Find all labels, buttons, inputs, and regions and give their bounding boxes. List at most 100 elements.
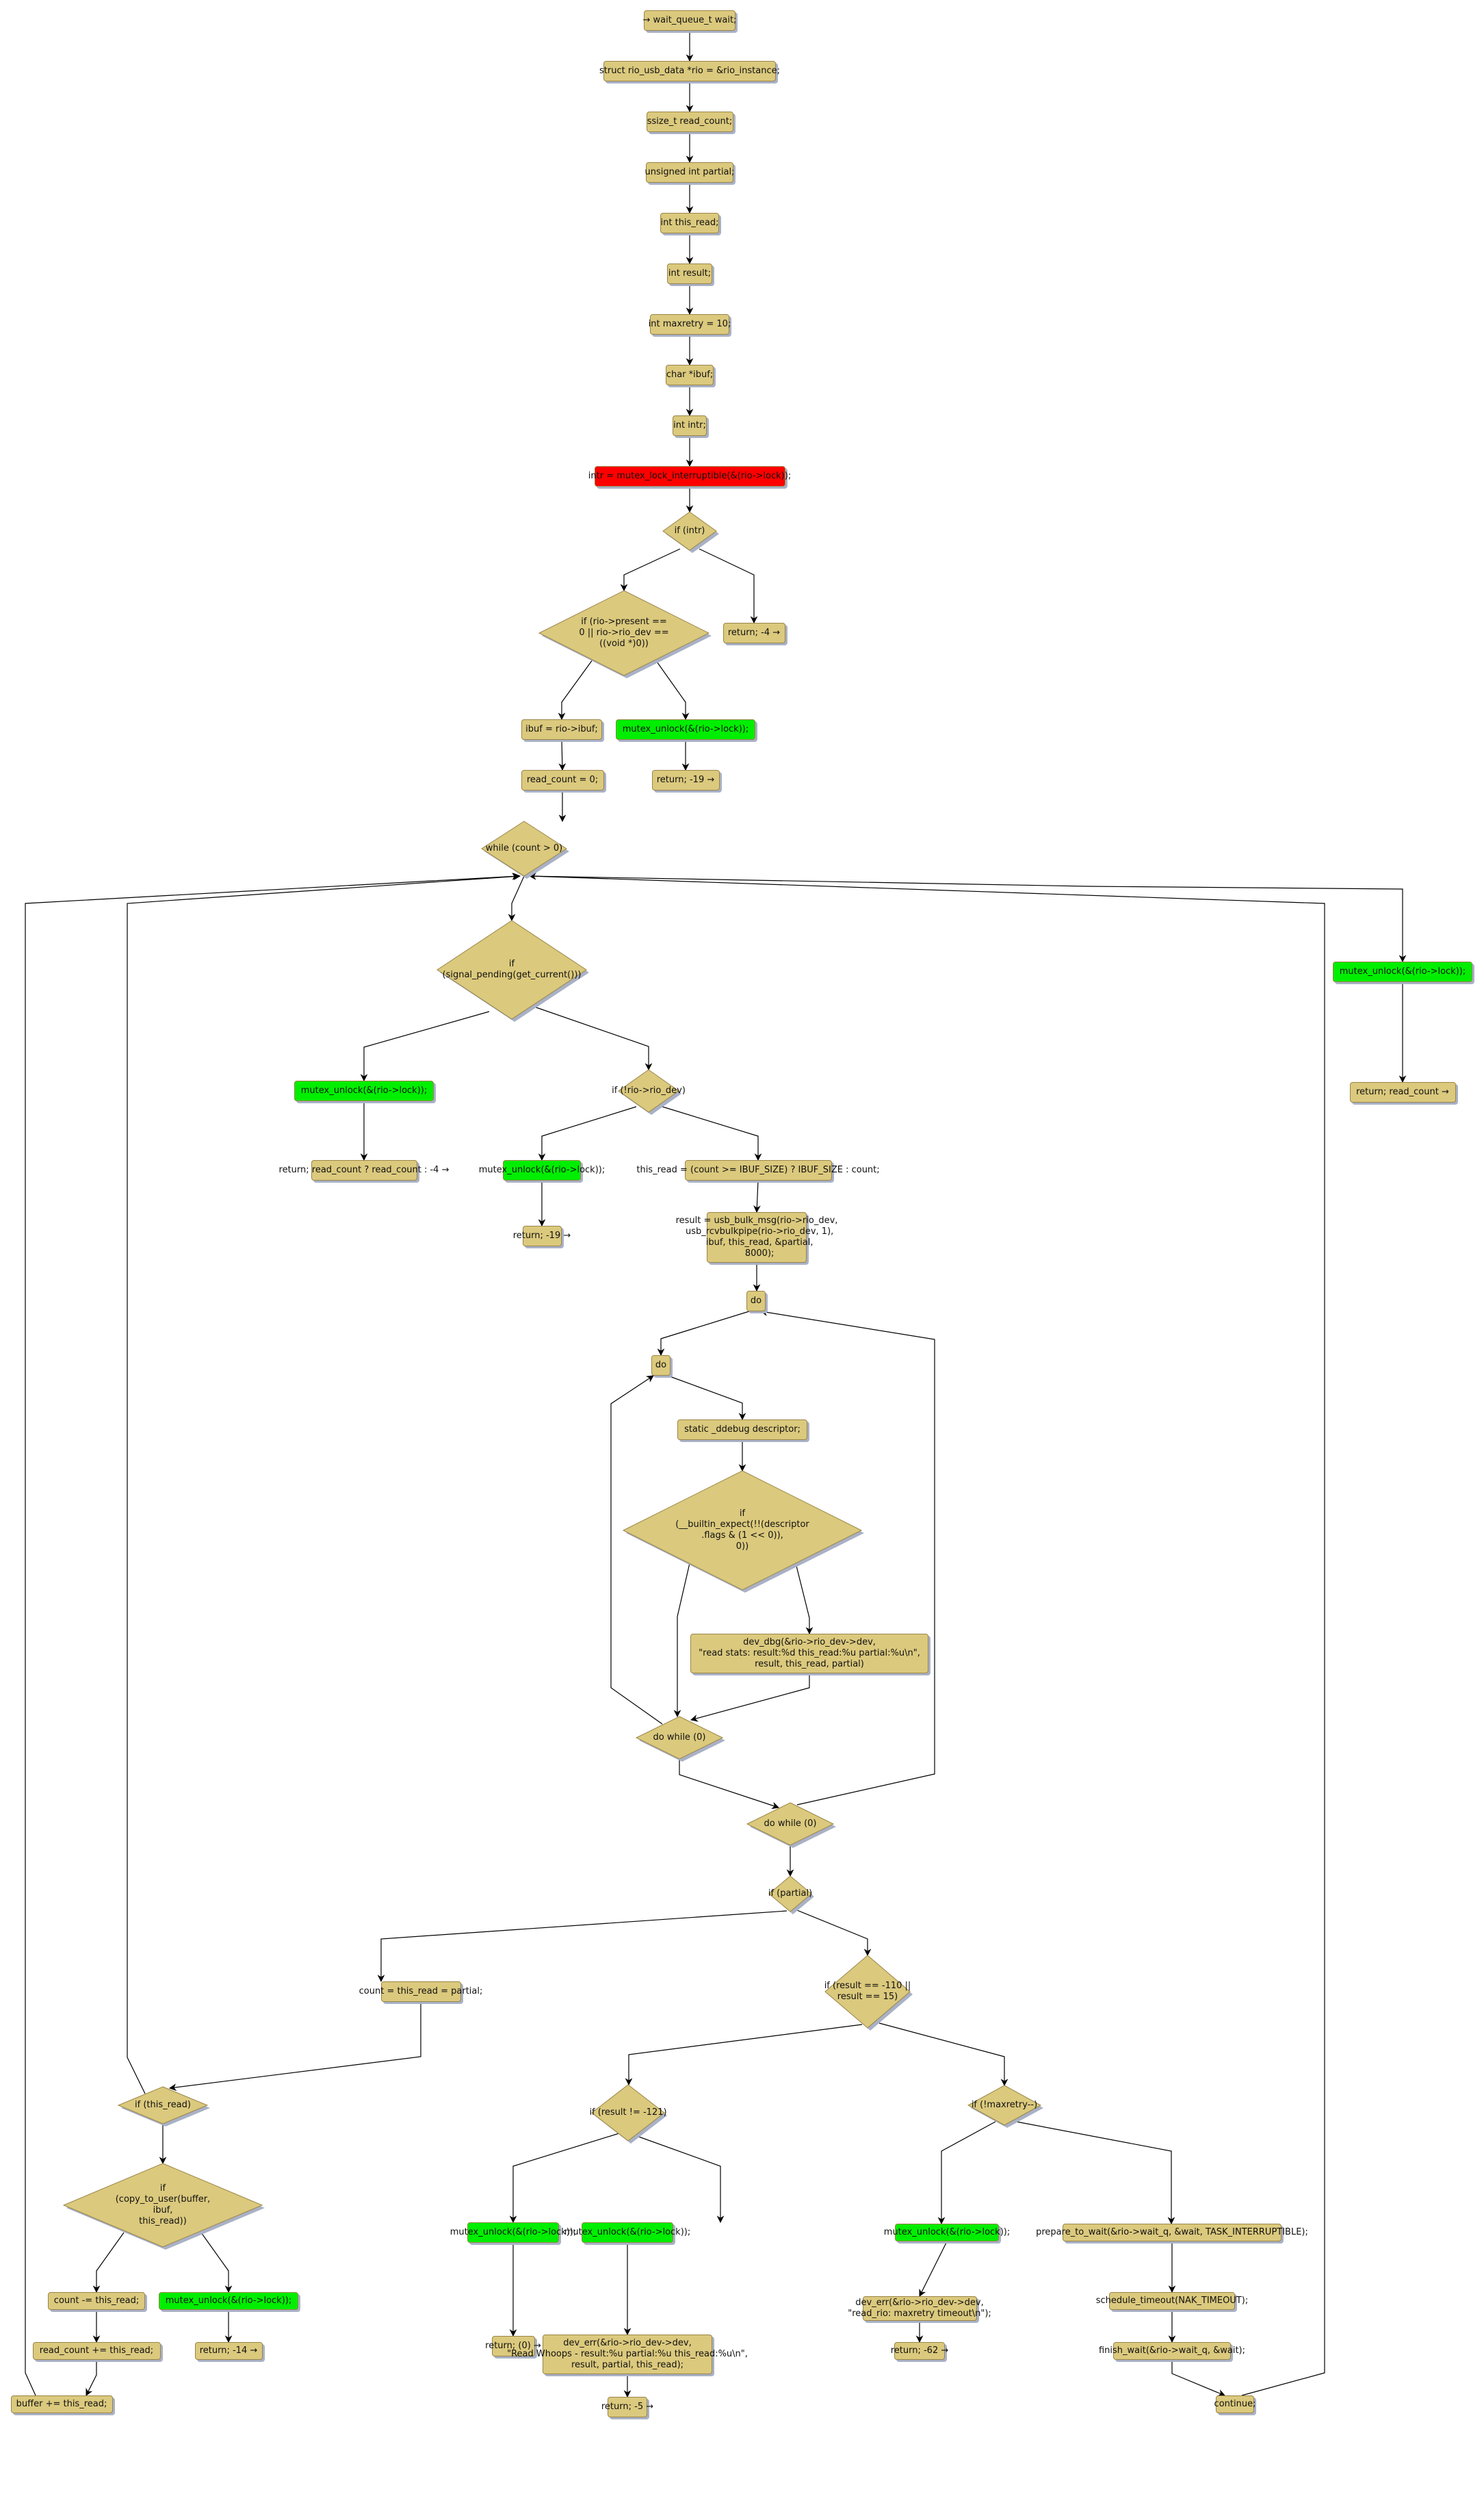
- decision-label: if (intr): [674, 526, 705, 536]
- decision-diamond-shape: [824, 1955, 913, 2031]
- lock-statement-node: intr = mutex_lock_interruptible(&(rio->l…: [588, 466, 791, 487]
- diamond-fill: [635, 1716, 724, 1760]
- statement-node: return; -5 →: [601, 2397, 653, 2417]
- diamond-fill: [967, 2085, 1042, 2126]
- statement-node: int maxretry = 10;: [649, 314, 731, 335]
- decision-diamond-shape: [437, 920, 589, 1022]
- decision-diamond-shape: [967, 2085, 1043, 2128]
- diamond-fill: [662, 511, 717, 551]
- diamond-fill: [746, 1802, 835, 1846]
- decision-node: if (this_read): [117, 2086, 210, 2126]
- decision-node: if (__builtin_expect(!!(descriptor .flag…: [622, 1470, 864, 1593]
- decision-label: do while (0): [764, 1818, 817, 1829]
- decision-label: if (result == -110 || result == 15): [824, 1981, 911, 2002]
- flow-edge: [508, 875, 525, 922]
- decision-label: if (!rio->rio_dev): [612, 1085, 686, 1096]
- statement-node: return; -19 →: [651, 770, 720, 790]
- statement-node: continue;: [1214, 2395, 1255, 2413]
- statement-node: do: [651, 1355, 671, 1376]
- flow-edge: [627, 2132, 725, 2224]
- unlock-statement-node: mutex_unlock(&(rio->lock));: [564, 2222, 690, 2243]
- unlock-statement-node: mutex_unlock(&(rio->lock));: [450, 2222, 576, 2243]
- decision-diamond-shape: [662, 511, 719, 553]
- statement-node: int result;: [667, 263, 712, 284]
- decision-diamond-shape: [635, 1716, 725, 1762]
- flow-edge: [610, 1375, 663, 1725]
- flow-edge: [759, 1309, 935, 1805]
- decision-node: if (signal_pending(get_current())): [437, 920, 589, 1022]
- statement-node: prepare_to_wait(&rio->wait_q, &wait, TAS…: [1036, 2224, 1308, 2241]
- decision-diamond-shape: [62, 2163, 265, 2250]
- statement-node: dev_err(&rio->rio_dev->dev, "read_rio: m…: [848, 2296, 991, 2321]
- diamond-fill: [117, 2086, 209, 2124]
- flow-edge: [655, 659, 690, 721]
- flow-edge: [538, 1106, 637, 1161]
- diamond-fill: [62, 2163, 263, 2248]
- decision-label: if (this_read): [135, 2100, 191, 2110]
- statement-node: result = usb_bulk_msg(rio->rio_dev, usb_…: [676, 1212, 837, 1263]
- statement-node: count -= this_read;: [48, 2292, 145, 2310]
- decision-label: if (rio->present == 0 || rio->rio_dev ==…: [579, 617, 669, 649]
- flow-edge: [753, 1180, 761, 1213]
- statement-node: do: [746, 1291, 766, 1311]
- flow-edge: [86, 2360, 97, 2396]
- diamond-fill: [618, 1069, 679, 1113]
- unlock-statement-node: mutex_unlock(&(rio->lock));: [479, 1160, 605, 1181]
- flow-edge: [793, 1908, 872, 1957]
- statement-node: count = this_read = partial;: [359, 1981, 482, 2002]
- flow-edge: [526, 875, 1407, 963]
- decision-label: if (result != -121): [589, 2107, 667, 2118]
- statement-node: this_read = (count >= IBUF_SIZE) ? IBUF_…: [636, 1160, 880, 1181]
- statement-node: schedule_timeout(NAK_TIMEOUT);: [1096, 2292, 1248, 2310]
- flow-edge: [168, 2002, 421, 2092]
- statement-node: return; -19 →: [513, 1226, 571, 1246]
- statement-node: return; read_count →: [1349, 1082, 1456, 1103]
- decision-label: if (signal_pending(get_current())): [442, 959, 582, 980]
- statement-node: dev_err(&rio->rio_dev->dev, "Read Whoops…: [507, 2335, 748, 2374]
- unlock-statement-node: mutex_unlock(&(rio->lock));: [884, 2224, 1010, 2241]
- flow-edge: [532, 1005, 653, 1071]
- unlock-statement-node: mutex_unlock(&(rio->lock));: [616, 719, 755, 740]
- statement-node: int this_read;: [660, 213, 719, 233]
- statement-node: unsigned int partial;: [645, 162, 735, 183]
- decision-label: while (count > 0): [485, 843, 563, 853]
- statement-node: return; read_count ? read_count : -4 →: [279, 1160, 449, 1181]
- flow-edge: [878, 2022, 1008, 2087]
- statement-node: return; -62 →: [891, 2342, 948, 2360]
- decision-node: if (rio->present == 0 || rio->rio_dev ==…: [538, 590, 712, 678]
- diamond-fill: [437, 920, 587, 1020]
- unlock-statement-node: mutex_unlock(&(rio->lock));: [159, 2292, 298, 2310]
- flow-edge: [699, 548, 758, 624]
- decision-diamond-shape: [591, 2084, 667, 2144]
- unlock-statement-node: mutex_unlock(&(rio->lock));: [294, 1081, 434, 1101]
- flow-edge: [679, 1759, 780, 1810]
- decision-diamond-shape: [481, 821, 569, 879]
- statement-node: struct rio_usb_data *rio = &rio_instance…: [599, 61, 780, 81]
- flow-edge: [558, 659, 593, 721]
- decision-node: do while (0): [746, 1802, 836, 1848]
- decision-node: if (result == -110 || result == 15): [824, 1955, 913, 2031]
- flow-edge: [625, 2024, 863, 2086]
- flow-edge: [662, 1106, 762, 1161]
- diamond-fill: [538, 590, 710, 676]
- statement-node: int intr;: [673, 415, 707, 436]
- statement-node: finish_wait(&rio->wait_q, &wait);: [1099, 2342, 1245, 2360]
- flow-edge: [620, 548, 681, 592]
- decision-label: if (!maxretry--): [971, 2100, 1038, 2110]
- flow-edge: [92, 2232, 125, 2293]
- statement-node: return; -4 →: [723, 623, 785, 643]
- decision-node: if (partial): [768, 1875, 814, 1914]
- diamond-fill: [591, 2084, 665, 2142]
- unlock-statement-node: mutex_unlock(&(rio->lock));: [1333, 962, 1472, 982]
- decision-node: if (!rio->rio_dev): [612, 1069, 686, 1115]
- flow-edge: [377, 1910, 787, 1983]
- decision-label: if (copy_to_user(buffer, ibuf, this_read…: [115, 2183, 211, 2226]
- decision-diamond-shape: [746, 1802, 836, 1848]
- statement-node: ssize_t read_count;: [646, 112, 733, 132]
- flow-edge: [795, 1563, 813, 1635]
- flow-edge: [667, 1375, 746, 1421]
- statement-node: read_count = 0;: [521, 770, 604, 790]
- flow-edge: [1012, 2120, 1175, 2225]
